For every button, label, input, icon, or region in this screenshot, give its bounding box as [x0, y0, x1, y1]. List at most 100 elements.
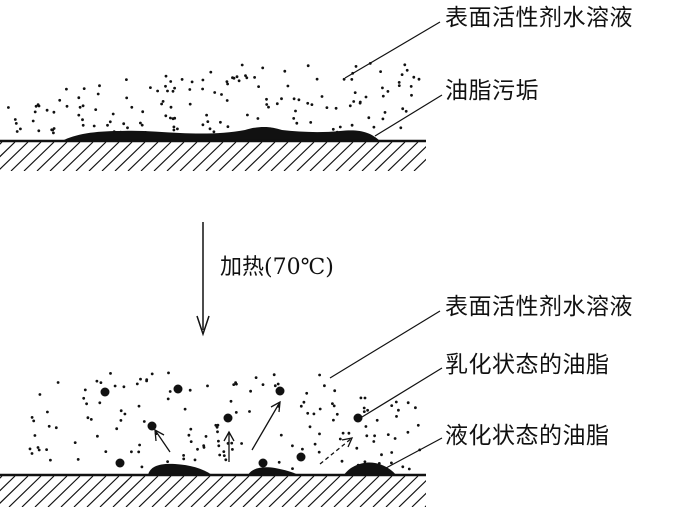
solution-dot	[109, 372, 112, 375]
solution-dot	[104, 450, 108, 453]
solution-dot	[353, 91, 357, 94]
solution-dot	[320, 95, 324, 98]
motion-arrow	[223, 430, 235, 462]
solution-dot	[397, 84, 401, 87]
solution-dot	[52, 131, 55, 135]
hatch-line	[127, 141, 159, 171]
motion-arrow	[154, 428, 171, 453]
solution-dot	[222, 450, 226, 453]
solution-dot	[206, 384, 209, 388]
grease-blob-3	[344, 462, 396, 475]
solution-dot	[318, 432, 321, 436]
solution-dot	[73, 441, 77, 444]
solution-dot	[386, 90, 390, 93]
solution-dot	[367, 116, 371, 120]
solution-dot	[366, 408, 369, 412]
solution-dot	[106, 123, 109, 127]
solution-dot	[383, 111, 387, 114]
hatch-line	[10, 141, 42, 171]
hatch-line	[216, 475, 250, 507]
grease-blob-1	[148, 463, 212, 475]
solution-dot	[169, 116, 172, 120]
solution-dot	[318, 407, 322, 411]
solution-dot	[208, 127, 212, 131]
leader-line-top-solution	[344, 21, 441, 79]
solution-dot	[77, 96, 81, 100]
solution-dot	[115, 427, 119, 431]
hatch-line	[296, 141, 328, 171]
solution-dot	[381, 117, 385, 121]
solution-dot	[234, 411, 238, 414]
solution-dot	[225, 99, 229, 102]
solution-dot	[119, 409, 123, 413]
solution-dot	[313, 442, 317, 446]
solution-dot	[297, 98, 301, 102]
solution-dot	[217, 444, 221, 448]
hatch-line	[0, 475, 29, 504]
hatch-line	[62, 141, 94, 171]
solution-dot	[36, 446, 40, 449]
solution-dot	[380, 453, 383, 457]
solution-dot	[273, 384, 277, 388]
solution-dot	[15, 130, 19, 133]
solution-dot	[352, 100, 356, 103]
solution-dot	[306, 101, 310, 105]
solution-dot	[45, 448, 48, 451]
solution-dot	[355, 446, 359, 450]
solution-dot	[232, 383, 236, 386]
solution-dot	[331, 127, 335, 131]
droplet	[353, 413, 363, 423]
hatch-line	[281, 475, 315, 507]
solution-dot	[350, 78, 354, 81]
hatch-line	[398, 480, 426, 507]
solution-dot	[334, 106, 338, 110]
hatch-line	[192, 141, 224, 171]
solution-dot	[78, 105, 82, 109]
solution-dot	[222, 454, 226, 457]
solution-dot	[414, 406, 417, 410]
solution-dot	[306, 411, 310, 415]
hatch-line	[411, 492, 426, 507]
solution-dot	[237, 79, 241, 83]
hatch-line	[0, 141, 16, 158]
solution-dot	[49, 458, 52, 462]
solution-dot	[164, 114, 168, 118]
solution-dot	[82, 87, 86, 90]
solution-dot	[390, 404, 394, 407]
solution-dot	[172, 128, 176, 132]
hatch-line	[400, 145, 426, 171]
solution-dot	[362, 410, 366, 413]
solution-dot	[283, 69, 287, 73]
solution-dot	[301, 447, 304, 451]
solution-dot	[65, 104, 69, 108]
solution-dot	[317, 450, 321, 454]
hatch-line	[309, 141, 341, 171]
solution-dot	[347, 431, 351, 435]
solution-dot	[94, 108, 98, 111]
hatch-line	[75, 141, 107, 171]
solution-dot	[394, 400, 398, 404]
solution-dot	[308, 425, 312, 429]
solution-dot	[193, 458, 197, 462]
solution-dot	[33, 434, 37, 437]
solution-dot	[38, 393, 42, 396]
solution-dot	[390, 461, 393, 465]
solution-dot	[122, 385, 126, 389]
solution-dot	[166, 397, 170, 401]
solution-dot	[76, 458, 80, 461]
solution-dot	[65, 87, 68, 91]
hatch-line	[244, 141, 276, 171]
solution-dot	[188, 88, 192, 91]
solution-dot	[354, 65, 358, 68]
solution-dot	[160, 102, 164, 106]
solution-dot	[306, 64, 310, 68]
solution-dot	[231, 76, 234, 80]
solution-dot	[276, 382, 280, 386]
solution-dot	[205, 113, 209, 117]
leader-line-emulsified	[361, 367, 443, 418]
solution-dot	[108, 120, 112, 124]
solution-dot	[292, 97, 296, 101]
hatch-line	[112, 475, 146, 507]
